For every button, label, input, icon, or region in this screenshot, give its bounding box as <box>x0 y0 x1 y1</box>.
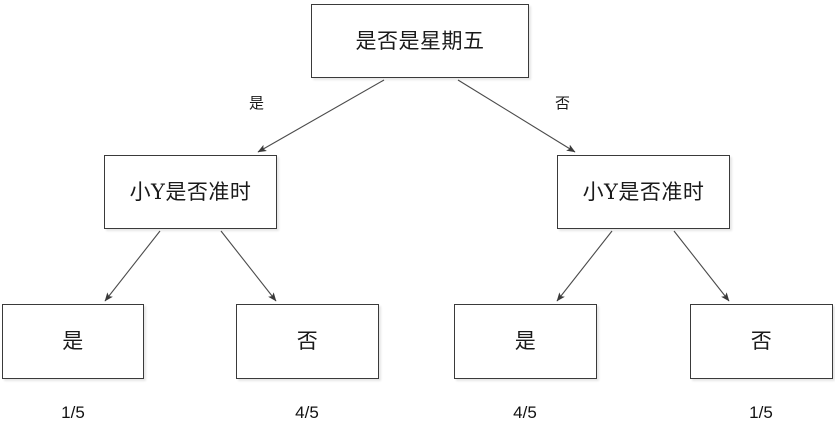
node-root[interactable]: 是否是星期五 <box>311 4 529 78</box>
prob-leaf-2: 4/5 <box>295 403 319 422</box>
prob-leaf-3: 4/5 <box>513 403 537 422</box>
node-leaf-1[interactable]: 是 <box>2 304 144 379</box>
node-leaf-2[interactable]: 否 <box>236 304 379 379</box>
edge-midleft-leaf1 <box>104 230 161 302</box>
node-mid-left[interactable]: 小Y是否准时 <box>104 155 277 229</box>
node-leaf-3[interactable]: 是 <box>454 304 597 379</box>
node-leaf-4[interactable]: 否 <box>690 304 833 379</box>
edge-midleft-leaf2 <box>220 230 277 302</box>
node-label-leaf-3: 是 <box>514 329 537 353</box>
edge-label-yes: 是 <box>249 94 265 112</box>
node-label-leaf-1: 是 <box>62 329 84 353</box>
node-label-leaf-4: 否 <box>750 329 773 353</box>
node-label-mid-left: 小Y是否准时 <box>129 179 252 204</box>
node-label-leaf-2: 否 <box>296 329 319 353</box>
node-mid-right[interactable]: 小Y是否准时 <box>557 155 730 229</box>
edge-label-no: 否 <box>555 94 571 112</box>
edge-lines <box>104 79 730 302</box>
edge-midright-leaf3 <box>556 230 613 302</box>
edge-root-right <box>457 79 576 153</box>
node-label-mid-right: 小Y是否准时 <box>582 179 705 204</box>
prob-leaf-4: 1/5 <box>749 403 773 422</box>
edge-root-left <box>257 79 385 153</box>
edge-midright-leaf4 <box>673 230 730 302</box>
node-label-root: 是否是星期五 <box>355 28 485 53</box>
prob-leaf-1: 1/5 <box>61 403 85 422</box>
